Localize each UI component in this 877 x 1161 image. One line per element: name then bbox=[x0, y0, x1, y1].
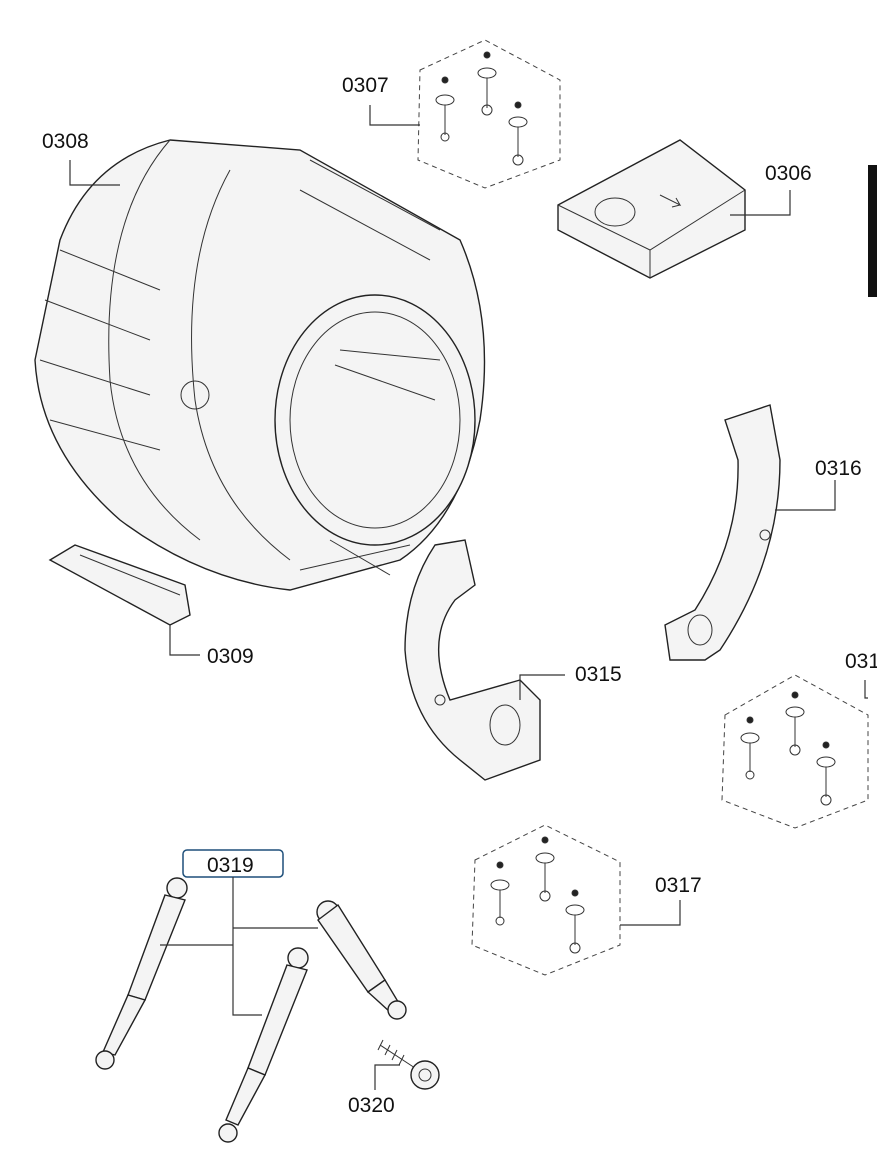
part-0309-lifter[interactable] bbox=[48, 544, 191, 626]
part-0316-bracket[interactable] bbox=[664, 404, 781, 661]
part-0306-cover[interactable] bbox=[557, 139, 746, 279]
label-0317: 0317 bbox=[655, 874, 702, 897]
label-0307: 0307 bbox=[342, 74, 389, 97]
label-0309: 0309 bbox=[207, 645, 254, 668]
part-0319-shock-absorbers[interactable] bbox=[95, 877, 407, 1143]
part-0318-screw-set[interactable] bbox=[721, 674, 869, 829]
label-0316: 0316 bbox=[815, 457, 862, 480]
label-0319: 0319 bbox=[207, 854, 254, 877]
label-0320: 0320 bbox=[348, 1094, 395, 1117]
label-0315: 0315 bbox=[575, 663, 622, 686]
part-0320-screw[interactable] bbox=[377, 1039, 440, 1090]
label-0318-partial: 031 bbox=[845, 650, 877, 673]
label-0308: 0308 bbox=[42, 130, 89, 153]
part-0317-screw-set[interactable] bbox=[471, 824, 621, 976]
edge-marker bbox=[868, 165, 877, 297]
part-0315-bracket[interactable] bbox=[404, 539, 541, 781]
label-0306: 0306 bbox=[765, 162, 812, 185]
part-0308-tub[interactable] bbox=[34, 139, 486, 591]
part-0307-screw-set[interactable] bbox=[417, 39, 561, 189]
